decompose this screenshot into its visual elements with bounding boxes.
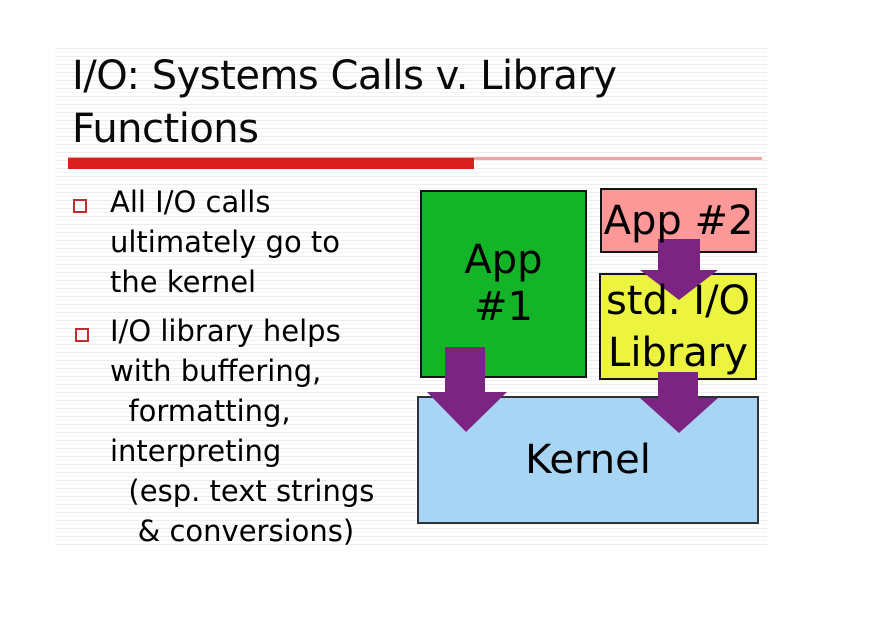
title-underline-thick: [68, 158, 474, 169]
box-label-line: App: [464, 237, 543, 283]
bullet-square-icon: [75, 328, 89, 342]
bullet-item: I/O library helps with buffering, format…: [110, 311, 374, 551]
bullet-item: All I/O calls ultimately go to the kerne…: [110, 182, 340, 302]
stdio-library-box-label: std. I/O Library: [606, 275, 750, 379]
slide-title-line: I/O: Systems Calls v. Library: [72, 53, 617, 99]
box-label-line: App #2: [603, 197, 754, 244]
app2-box: App #2: [600, 188, 757, 253]
slide-title: I/O: Systems Calls v. Library Functions: [72, 50, 617, 156]
box-label-line: Kernel: [525, 437, 651, 483]
bullet-line: with buffering,: [110, 354, 322, 388]
kernel-box-label: Kernel: [525, 438, 651, 482]
app1-box: App #1: [420, 190, 587, 378]
bullet-line: All I/O calls: [110, 185, 271, 219]
bullet-line: formatting,: [110, 394, 291, 428]
box-label-line: std. I/O: [605, 277, 751, 324]
bullet-line: I/O library helps: [110, 314, 341, 348]
bullet-line: (esp. text strings: [110, 474, 375, 508]
app1-box-label: App #1: [464, 237, 542, 331]
box-label-line: Library: [608, 329, 748, 376]
app2-box-label: App #2: [604, 199, 754, 243]
bullet-line: ultimately go to: [110, 225, 341, 259]
kernel-box: Kernel: [417, 396, 759, 524]
stdio-library-box: std. I/O Library: [599, 273, 757, 380]
bullet-line: the kernel: [110, 265, 257, 299]
slide-title-line: Functions: [72, 106, 259, 152]
bullet-square-icon: [73, 199, 87, 213]
bullet-line: interpreting: [110, 434, 282, 468]
box-label-line: #1: [474, 284, 533, 330]
bullet-line: & conversions): [110, 514, 355, 548]
